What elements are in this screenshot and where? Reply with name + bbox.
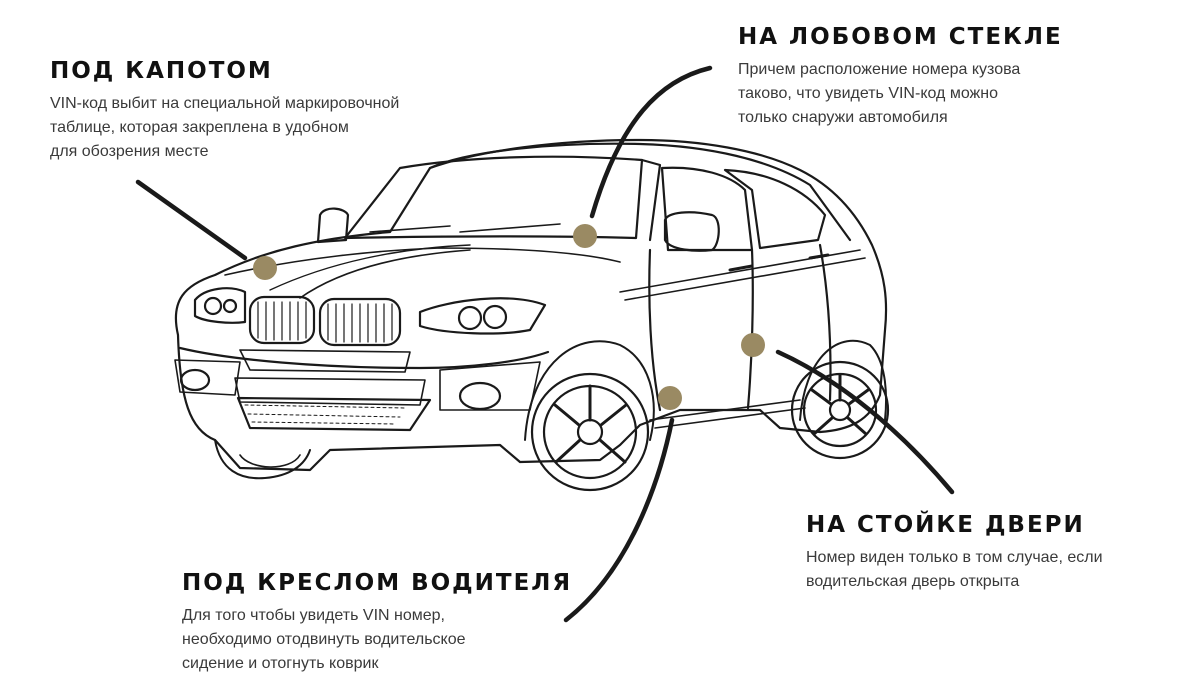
left-kidney-grille — [248, 295, 316, 345]
windshield-outline — [343, 155, 644, 240]
hood-description: VIN-код выбит на специальной маркировочн… — [50, 92, 510, 164]
door-pillar-line-2: водительская дверь открыта — [806, 573, 1020, 590]
right-headlight — [418, 297, 547, 335]
driver-seat-line-3: сидение и отогнуть коврик — [182, 655, 379, 672]
windshield-line-3: только снаружи автомобиля — [738, 109, 948, 126]
door-pillar-line-1: Номер виден только в том случае, если — [806, 549, 1103, 566]
windshield-callout: НА ЛОБОВОМ СТЕКЛЕ Причем расположение но… — [738, 24, 1138, 130]
door-pillar-callout: НА СТОЙКЕ ДВЕРИ Номер виден только в том… — [806, 512, 1186, 594]
front-door-seam — [648, 248, 662, 412]
door-pillar-title: НА СТОЙКЕ ДВЕРИ — [806, 512, 1085, 538]
rear-door-seam — [746, 248, 754, 410]
hood-line-2: таблице, которая закреплена в удобном — [50, 119, 349, 136]
windshield-description: Причем расположение номера кузова таково… — [738, 58, 1138, 130]
car-roof — [428, 142, 852, 242]
door-pillar-vin-marker — [741, 333, 765, 357]
front-wheel — [530, 372, 650, 492]
hood-line-3: для обозрения месте — [50, 143, 209, 160]
driver-seat-line-2: необходимо отодвинуть водительское — [182, 631, 466, 648]
left-headlight — [193, 287, 247, 324]
driver-seat-callout: ПОД КРЕСЛОМ ВОДИТЕЛЯ Для того чтобы увид… — [182, 570, 602, 676]
driver-seat-line-1: Для того чтобы увидеть VIN номер, — [182, 607, 445, 624]
side-mirror — [663, 211, 720, 252]
hood-callout: ПОД КАПОТОМ VIN-код выбит на специальной… — [50, 58, 510, 164]
hood-leader-line — [135, 179, 248, 261]
rear-window — [723, 168, 827, 250]
windshield-line-2: таково, что увидеть VIN-код можно — [738, 85, 998, 102]
door-pillar-description: Номер виден только в том случае, если во… — [806, 546, 1186, 594]
driver-seat-vin-marker — [658, 386, 682, 410]
driver-seat-leader-line — [563, 417, 675, 623]
hood-title: ПОД КАПОТОМ — [50, 58, 273, 84]
windshield-leader-line — [589, 65, 713, 219]
front-window — [660, 166, 754, 252]
windshield-vin-marker — [573, 224, 597, 248]
front-bumper — [178, 346, 550, 370]
hood-vin-marker — [253, 256, 277, 280]
right-kidney-grille — [318, 297, 402, 347]
hood-line-1: VIN-код выбит на специальной маркировочн… — [50, 95, 400, 112]
windshield-line-1: Причем расположение номера кузова — [738, 61, 1021, 78]
windshield-title: НА ЛОБОВОМ СТЕКЛЕ — [738, 24, 1063, 50]
driver-seat-title: ПОД КРЕСЛОМ ВОДИТЕЛЯ — [182, 570, 573, 596]
driver-seat-description: Для того чтобы увидеть VIN номер, необхо… — [182, 604, 602, 676]
door-pillar-leader-line — [775, 349, 955, 495]
